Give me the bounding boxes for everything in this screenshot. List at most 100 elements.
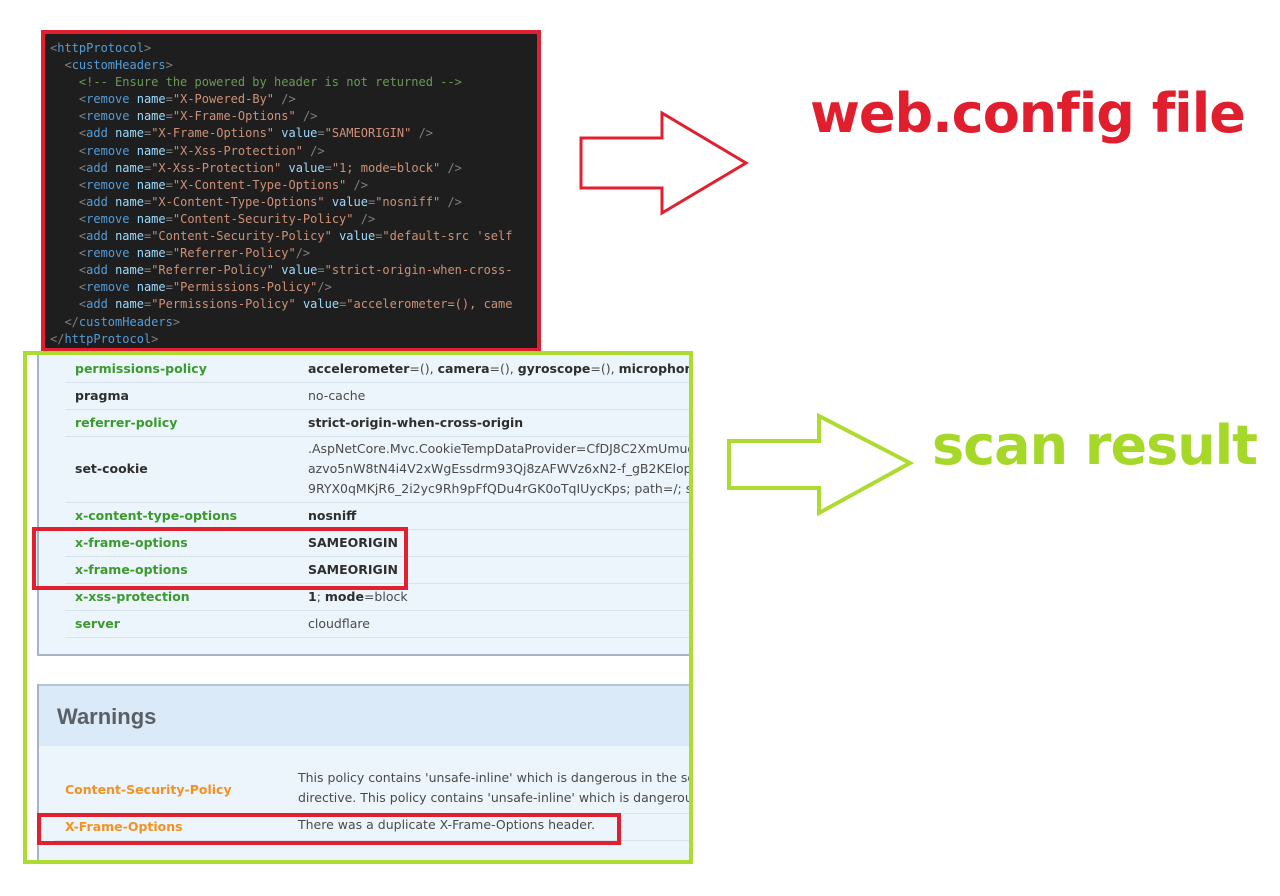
code-token: < <box>78 246 87 261</box>
code-token <box>108 126 115 140</box>
code-token <box>50 315 64 329</box>
table-row: referrer-policy strict-origin-when-cross… <box>65 409 689 437</box>
code-token: "SAMEORIGIN" <box>324 126 412 141</box>
table-row: Content-Security-Policy This policy cont… <box>55 766 693 814</box>
code-token: </ <box>64 314 79 329</box>
table-row: x-xss-protection 1; mode=block <box>65 583 689 611</box>
header-name: x-frame-options <box>75 562 188 577</box>
code-line: <remove name="X-Xss-Protection" /> <box>50 143 512 160</box>
code-token <box>130 280 137 294</box>
code-line: <add name="X-Content-Type-Options" value… <box>50 194 512 211</box>
header-value-line: .AspNetCore.Mvc.CookieTempDataProvider=C… <box>308 441 693 456</box>
warnings-table: Content-Security-Policy This policy cont… <box>39 746 693 860</box>
code-token: /> <box>447 194 462 209</box>
code-token <box>50 109 79 123</box>
header-value-line: azvo5nW8tN4i4V2xWgEssdrm93Qj8zAFWVz6xN2-… <box>308 461 693 476</box>
warning-text: This policy contains 'unsafe-inline' whi… <box>298 768 693 808</box>
code-token: "X-Xss-Protection" <box>151 160 282 175</box>
table-row: permissions-policy accelerometer=(), cam… <box>65 355 689 383</box>
code-token: name <box>115 229 144 244</box>
code-line: <remove name="X-Frame-Options" /> <box>50 108 512 125</box>
code-token <box>130 246 137 260</box>
code-token <box>50 246 79 260</box>
header-name: permissions-policy <box>75 361 207 376</box>
code-token: = <box>143 263 152 278</box>
web-config-caption: web.config file <box>810 82 1246 145</box>
code-token <box>108 263 115 277</box>
code-line: <add name="Permissions-Policy" value="ac… <box>50 296 513 313</box>
code-token <box>130 212 137 226</box>
code-line: <add name="Content-Security-Policy" valu… <box>50 228 513 245</box>
header-value: nosniff <box>308 508 357 523</box>
code-token <box>332 229 339 243</box>
table-row: x-content-type-options nosniff <box>65 502 689 530</box>
code-token: < <box>78 263 87 278</box>
code-token <box>50 144 79 158</box>
code-line: <remove name="X-Powered-By" /> <box>50 91 512 108</box>
header-value: accelerometer=(), camera=(), gyroscope=(… <box>308 361 689 376</box>
code-token <box>130 109 137 123</box>
code-token <box>50 126 79 140</box>
code-token <box>108 297 115 311</box>
code-token: name <box>136 211 166 226</box>
code-token: < <box>78 126 87 141</box>
code-token <box>50 75 79 89</box>
code-line: <add name="X-Xss-Protection" value="1; m… <box>50 160 512 177</box>
code-token: /> <box>360 211 376 226</box>
header-name: x-xss-protection <box>75 589 190 604</box>
code-token: = <box>339 297 347 312</box>
code-lines: <httpProtocol> <customHeaders> <!-- Ensu… <box>50 40 512 348</box>
table-row: set-cookie .AspNetCore.Mvc.CookieTempDat… <box>65 436 693 503</box>
code-token <box>130 144 137 158</box>
code-token <box>50 263 79 277</box>
code-token: "Content-Security-Policy" <box>172 211 354 226</box>
warning-text-line: directive. This policy contains 'unsafe-… <box>298 790 693 805</box>
header-value: strict-origin-when-cross-origin <box>308 415 524 430</box>
code-token: < <box>78 297 87 312</box>
code-line: <!-- Ensure the powered by header is not… <box>50 74 512 91</box>
table-row: x-frame-options SAMEORIGIN <box>65 556 689 584</box>
code-token: name <box>115 126 144 141</box>
code-token <box>108 161 115 175</box>
code-token: "nosniff" <box>375 194 441 209</box>
code-token: remove <box>86 280 130 295</box>
code-token: > <box>172 314 181 329</box>
code-token <box>296 297 303 311</box>
duplicate-header-highlight <box>32 527 408 590</box>
header-value: cloudflare <box>308 616 370 631</box>
code-token: add <box>86 194 108 209</box>
code-token: < <box>78 143 87 158</box>
table-row: server cloudflare <box>65 610 689 638</box>
header-value-part: gyroscope <box>517 361 591 376</box>
code-line: </customHeaders> <box>50 314 512 331</box>
header-value-part: =(), <box>590 361 619 376</box>
code-token: httpProtocol <box>64 331 152 346</box>
code-token: "accelerometer=(), came <box>346 297 513 312</box>
code-token: /> <box>353 177 368 192</box>
code-token <box>346 178 353 192</box>
code-token: remove <box>86 211 130 226</box>
code-token: > <box>165 58 173 73</box>
code-token <box>108 229 115 243</box>
code-token: = <box>143 297 152 312</box>
code-token: "Referrer-Policy" <box>151 263 275 278</box>
code-token: "X-Xss-Protection" <box>172 143 303 158</box>
header-value: SAMEORIGIN <box>308 562 398 577</box>
code-token: = <box>165 177 173 192</box>
header-name: referrer-policy <box>75 415 178 430</box>
code-token: = <box>165 109 173 124</box>
code-token: = <box>143 126 152 141</box>
code-token: < <box>78 160 87 175</box>
code-token: remove <box>86 143 130 158</box>
code-token: value <box>339 229 376 244</box>
table-row: x-frame-options SAMEORIGIN <box>65 529 689 557</box>
code-token: /> <box>310 143 325 158</box>
code-token: = <box>165 143 173 158</box>
code-token: < <box>78 211 87 226</box>
header-value-part: mode <box>324 589 364 604</box>
header-value-part: 1 <box>308 589 317 604</box>
code-token <box>50 212 79 226</box>
code-token: customHeaders <box>78 314 173 329</box>
code-token <box>50 195 79 209</box>
header-name: set-cookie <box>75 461 148 476</box>
